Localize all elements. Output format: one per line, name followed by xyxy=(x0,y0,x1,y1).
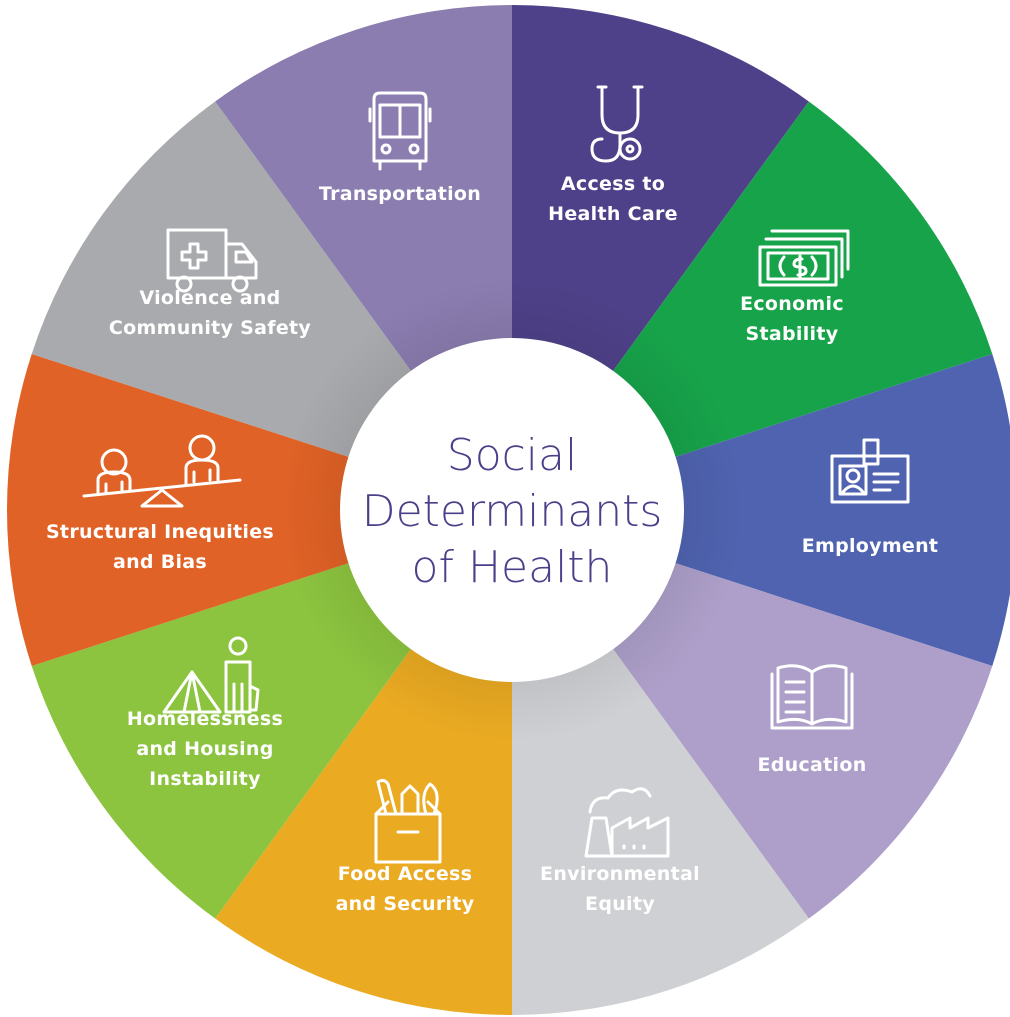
book-icon xyxy=(770,664,854,730)
segment-label-structural: Structural Inequities and Bias xyxy=(46,521,274,573)
segment-label-access: Access to Health Care xyxy=(548,173,678,225)
segment-label-line: and Security xyxy=(336,893,475,915)
segment-label-line: Education xyxy=(757,754,866,776)
id-badge-icon xyxy=(830,438,910,504)
segment-label-line: Transportation xyxy=(319,183,481,205)
icons-layer xyxy=(82,85,910,864)
tent-person-icon xyxy=(162,636,260,714)
segment-label-line: Structural Inequities xyxy=(46,521,274,543)
segment-label-employment: Employment xyxy=(802,535,939,557)
ambulance-icon xyxy=(166,228,258,293)
grocery-bag-icon xyxy=(374,778,442,864)
segment-label-line: and Bias xyxy=(113,551,207,573)
segment-label-education: Education xyxy=(757,754,866,776)
segment-label-food: Food Access and Security xyxy=(336,863,475,915)
segment-label-line: Economic xyxy=(740,293,844,315)
segment-label-line: Health Care xyxy=(548,203,678,225)
segment-label-line: Access to xyxy=(561,173,665,195)
center-title-line: Determinants xyxy=(362,486,663,537)
seesaw-icon xyxy=(82,434,242,508)
segment-label-line: Employment xyxy=(802,535,939,557)
segment-label-line: Equity xyxy=(585,893,655,915)
bus-icon xyxy=(368,91,432,171)
segment-label-transportation: Transportation xyxy=(319,183,481,205)
segment-employment xyxy=(512,353,1010,667)
center-title-line: of Health xyxy=(412,542,613,593)
segment-label-line: Community Safety xyxy=(109,317,311,339)
center-title-line: Social xyxy=(447,430,577,481)
stethoscope-icon xyxy=(590,85,644,163)
segment-label-line: Instability xyxy=(149,768,261,790)
segment-label-line: Environmental xyxy=(540,863,700,885)
segment-label-line: Food Access xyxy=(338,863,473,885)
factory-icon xyxy=(584,787,670,858)
segment-label-line: Violence and xyxy=(139,287,280,309)
segment-label-line: Homelessness xyxy=(127,708,283,730)
money-icon xyxy=(758,229,850,287)
segment-label-line: and Housing xyxy=(136,738,273,760)
segment-label-line: Stability xyxy=(746,323,839,345)
segment-structural xyxy=(7,353,513,667)
center-hub xyxy=(340,338,684,682)
